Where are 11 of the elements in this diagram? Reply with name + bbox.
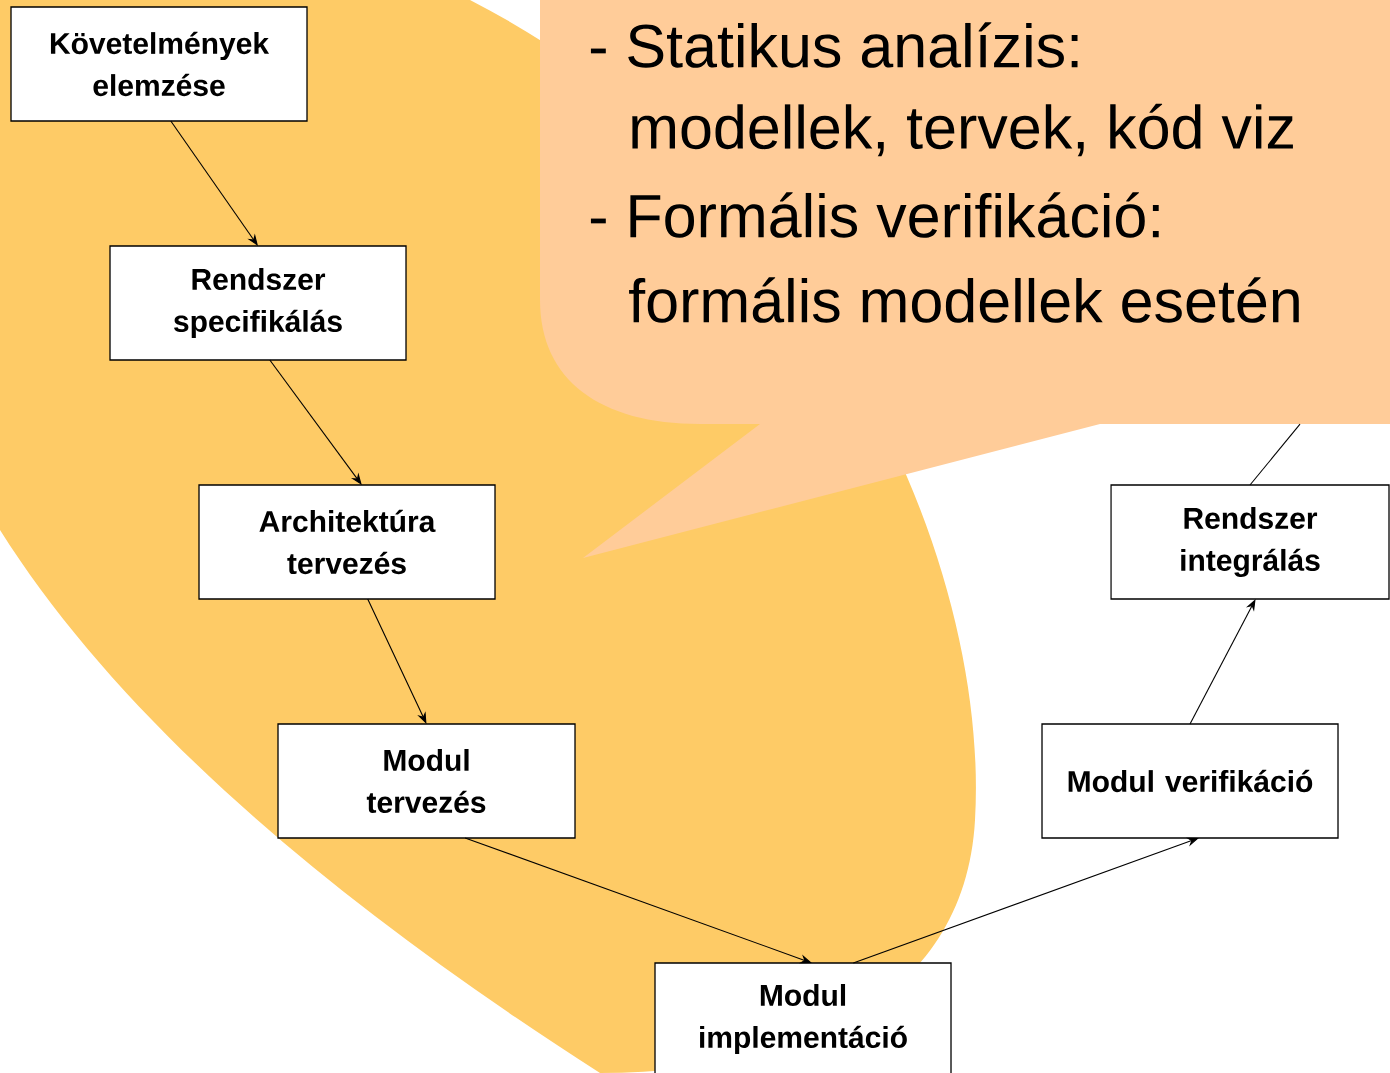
process-box: Követelmények elemzése — [10, 6, 308, 122]
process-box: Modul verifikáció — [1041, 723, 1339, 839]
arrow — [170, 120, 258, 246]
process-box: Modul implementáció — [654, 962, 952, 1073]
process-box: Rendszer integrálás — [1110, 484, 1390, 600]
arrow — [269, 359, 362, 485]
process-box: Modul tervezés — [277, 723, 576, 839]
process-box: Rendszer specifikálás — [109, 245, 407, 361]
arrow — [1189, 599, 1256, 725]
process-box: Architektúra tervezés — [198, 484, 496, 600]
arrow — [367, 598, 427, 724]
